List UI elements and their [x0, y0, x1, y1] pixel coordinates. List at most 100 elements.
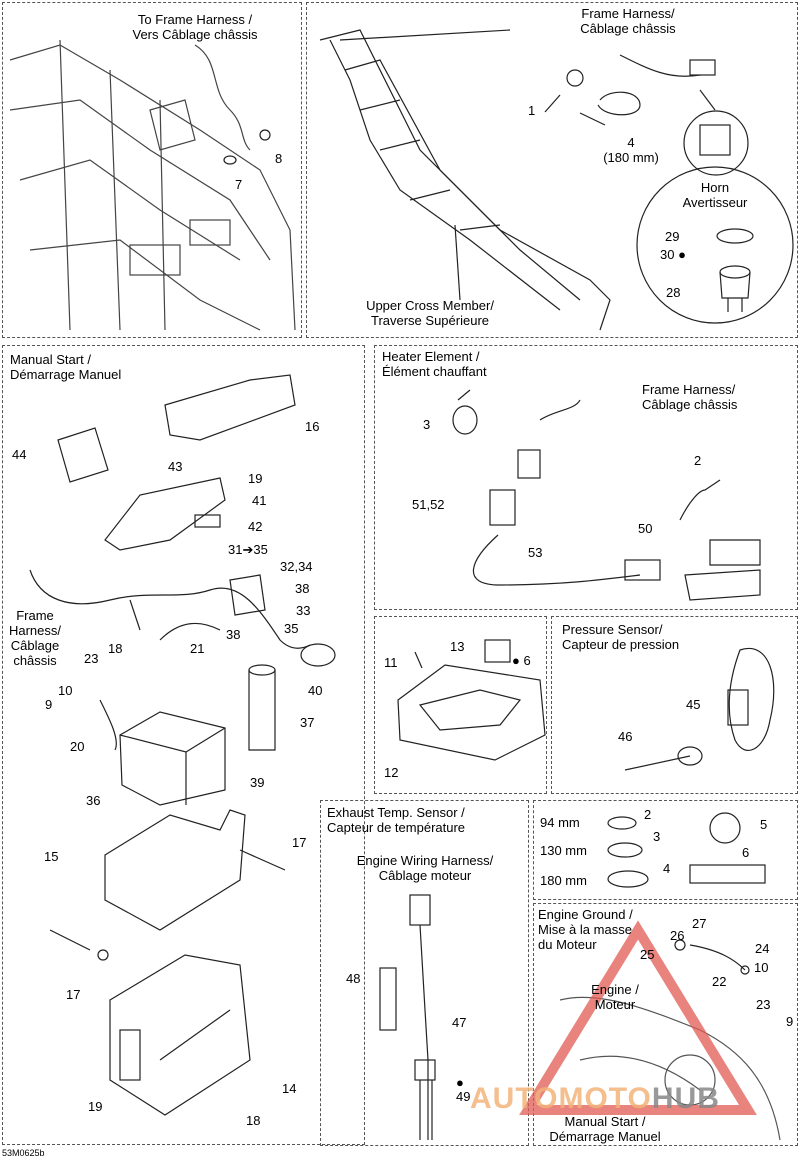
part-20: 20	[70, 739, 85, 754]
part-8: 8	[275, 151, 283, 166]
heater-part-51-52: 51,52	[412, 497, 445, 512]
upper-cross-member-label: Upper Cross Member/ Traverse Supérieure	[366, 298, 494, 328]
tie-part-2: 2	[644, 807, 652, 822]
panel-frame-harness	[2, 2, 302, 338]
engine-harness-label: Engine Wiring Harness/ Câblage moteur	[356, 853, 494, 883]
manual-start-harness-label: Frame Harness/ Câblage châssis	[8, 608, 62, 668]
part-17-left: 17	[66, 987, 81, 1002]
part-43: 43	[168, 459, 183, 474]
cover-16	[164, 374, 296, 441]
ground-title: Engine Ground / Mise à la masse du Moteu…	[538, 907, 633, 952]
battery-36	[119, 711, 226, 806]
engine-label: Engine / Moteur	[591, 982, 639, 1012]
part-44: 44	[12, 447, 27, 462]
tie-icons	[607, 812, 766, 888]
horn-title: Horn Avertisseur	[682, 180, 748, 210]
relay-13	[484, 639, 511, 663]
part-14: 14	[282, 1081, 297, 1096]
part-10: 10	[58, 683, 73, 698]
tie-2-heater	[679, 479, 721, 521]
exhaust-connector	[409, 894, 431, 926]
panel-pressure-sensor	[551, 616, 798, 794]
pressure-part-46: 46	[618, 729, 633, 744]
part-4-label: 4 (180 mm)	[603, 135, 659, 165]
heater-part-3: 3	[423, 417, 431, 432]
nut-8	[259, 129, 271, 141]
panel-horn	[306, 2, 798, 338]
heater-part-53: 53	[528, 545, 543, 560]
part-39: 39	[250, 775, 265, 790]
loctite-icon: ●	[512, 653, 524, 668]
fuse-box-body	[397, 664, 546, 761]
screw-11	[414, 651, 423, 669]
part-7: 7	[235, 177, 243, 192]
part-16: 16	[305, 419, 320, 434]
bolt-17-a	[239, 849, 286, 871]
tie-part-5: 5	[760, 817, 768, 832]
bracket-41	[104, 477, 226, 551]
diagram-reference: 53M0625b	[2, 1148, 45, 1158]
part-30: 30 ●	[660, 247, 686, 262]
part-29: 29	[665, 229, 680, 244]
panel-manual-start	[2, 345, 365, 1145]
frame-link-title: To Frame Harness / Vers Câblage châssis	[132, 12, 258, 42]
part-40: 40	[308, 683, 323, 698]
panel-engine-ground	[533, 903, 798, 1146]
panel-heater	[374, 345, 798, 610]
part-18-top: 18	[108, 641, 123, 656]
part-23: 23	[84, 651, 99, 666]
part-28: 28	[666, 285, 681, 300]
connector-40	[300, 643, 336, 667]
ground-part-22: 22	[712, 974, 727, 989]
fuse-part-13: 13	[450, 639, 465, 654]
battery-support-14	[109, 954, 251, 1116]
horn-harness-label: Frame Harness/ Câblage châssis	[580, 6, 676, 36]
watermark-triangle	[519, 920, 757, 1115]
heater-harness-label: Frame Harness/ Câblage châssis	[642, 382, 738, 412]
bolt-17-b	[49, 929, 109, 961]
panel-exhaust-sensor	[320, 800, 529, 1146]
relay-42	[194, 514, 221, 528]
fuse-part-6: ● 6	[512, 653, 531, 668]
tie-len-180: 180 mm	[540, 873, 587, 888]
ground-bottom-label: Manual Start / Démarrage Manuel	[549, 1114, 661, 1144]
exhaust-title: Exhaust Temp. Sensor / Capteur de tempér…	[327, 805, 466, 835]
heater-wire-53	[472, 399, 641, 586]
part-41: 41	[252, 493, 267, 508]
horn-ring-29	[716, 228, 754, 244]
part-15: 15	[44, 849, 59, 864]
loctite-icon: ●	[456, 1075, 464, 1090]
exhaust-part-48: 48	[346, 971, 361, 986]
tie-4	[579, 91, 641, 126]
pressure-title: Pressure Sensor/ Capteur de pression	[562, 622, 680, 652]
arrow-icon: ➔	[242, 542, 254, 557]
washer-7	[223, 155, 237, 165]
part-31-35: 31➔35	[228, 542, 268, 557]
loctite-icon: ●	[678, 247, 686, 262]
part-33: 33	[296, 603, 311, 618]
harness-connector-horn	[619, 54, 716, 111]
heater-part-2: 2	[694, 453, 702, 468]
manual-44	[57, 427, 109, 483]
pressure-part-45: 45	[686, 697, 701, 712]
ground-part-23: 23	[756, 997, 771, 1012]
tie-part-6: 6	[742, 845, 750, 860]
part-36: 36	[86, 793, 101, 808]
part-9: 9	[45, 697, 53, 712]
heater-title: Heater Element / Élément chauffant	[382, 349, 487, 379]
battery-box-15	[104, 809, 246, 931]
panel-tie-wraps	[533, 800, 798, 900]
watermark-logo: AUTOMOTOHUB	[470, 1082, 720, 1115]
frame-sketch	[9, 39, 296, 331]
part-19-bottom: 19	[88, 1099, 103, 1114]
grommet-46	[624, 746, 703, 771]
tie-len-94: 94 mm	[540, 815, 580, 830]
clamp-3	[452, 389, 478, 435]
fuse-part-12: 12	[384, 765, 399, 780]
wire-harness	[29, 569, 311, 649]
capacitor-37	[248, 664, 276, 751]
panel-fuse-box	[374, 616, 547, 794]
exhaust-part-49: ●49	[456, 1075, 471, 1104]
exhaust-part-47: 47	[452, 1015, 467, 1030]
